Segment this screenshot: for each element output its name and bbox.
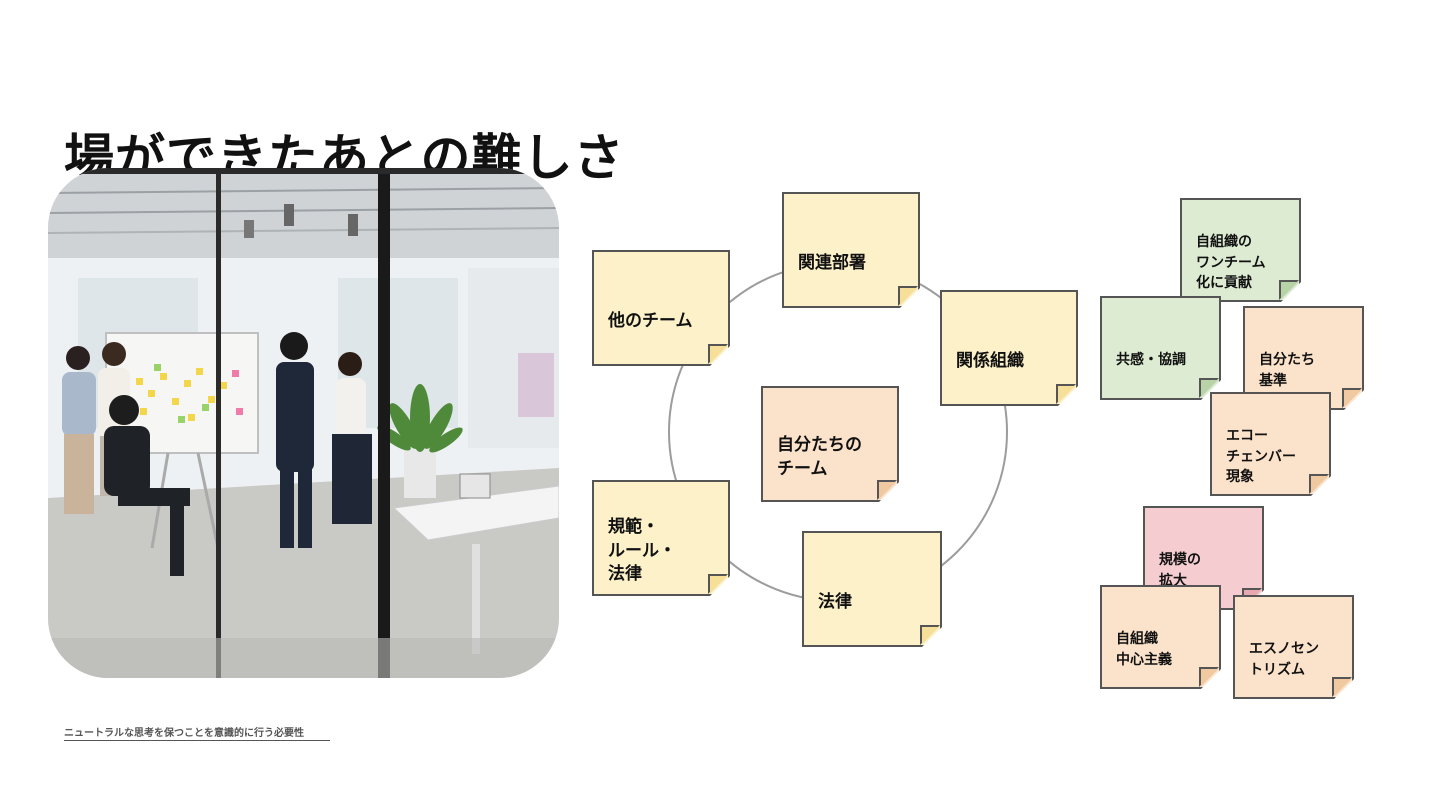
note-scale-label: 規模の 拡大: [1159, 552, 1201, 589]
note-law-label: 法律: [818, 591, 852, 612]
note-ethnocentrism: エスノセン トリズム: [1233, 595, 1354, 699]
note-related-dept: 関連部署: [782, 192, 920, 308]
note-related-org-label: 関係組織: [956, 350, 1024, 371]
note-related-dept-label: 関連部署: [798, 252, 866, 273]
note-other-team: 他のチーム: [592, 250, 730, 366]
note-norms-label: 規範・ ルール・ 法律: [608, 516, 676, 585]
note-own-standard-label: 自分たち 基準: [1259, 352, 1315, 389]
footer-note: ニュートラルな思考を保つことを意識的に行う必要性: [64, 724, 330, 741]
note-other-team-label: 他のチーム: [608, 310, 693, 331]
note-echo-chamber-label: エコー チェンバー 現象: [1226, 428, 1296, 485]
note-own-team: 自分たちの チーム: [761, 386, 899, 502]
note-empathy: 共感・協調: [1100, 296, 1221, 400]
note-own-team-label: 自分たちの チーム: [777, 434, 862, 479]
note-related-org: 関係組織: [940, 290, 1078, 406]
note-empathy-label: 共感・協調: [1116, 352, 1186, 369]
note-org-centric-label: 自組織 中心主義: [1116, 631, 1172, 668]
note-one-team-label: 自組織の ワンチーム 化に貢献: [1196, 234, 1266, 291]
note-org-centric: 自組織 中心主義: [1100, 585, 1221, 689]
note-one-team: 自組織の ワンチーム 化に貢献: [1180, 198, 1301, 302]
note-ethnocentrism-label: エスノセン トリズム: [1249, 641, 1319, 678]
meeting-photo: [48, 168, 559, 678]
note-law: 法律: [802, 531, 942, 647]
note-echo-chamber: エコー チェンバー 現象: [1210, 392, 1331, 496]
note-norms: 規範・ ルール・ 法律: [592, 480, 730, 596]
